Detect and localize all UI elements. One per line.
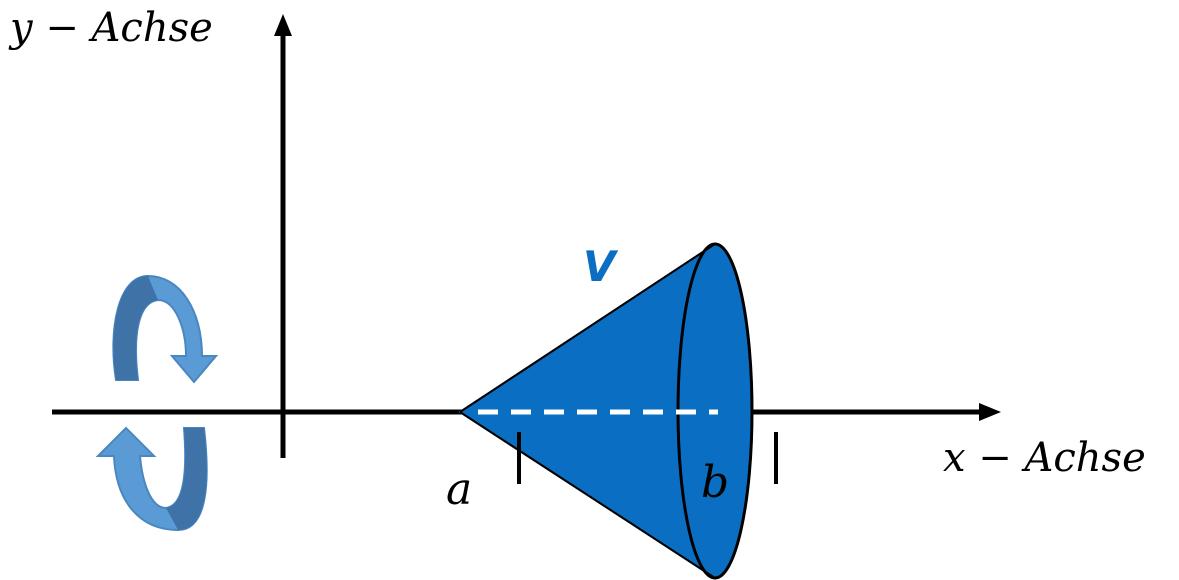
y-axis-label: y − Achse — [10, 5, 213, 51]
x-axis-label: x − Achse — [943, 435, 1146, 481]
volume-label: V — [583, 242, 616, 291]
y-axis — [274, 14, 292, 458]
upper-bound-label: b — [701, 457, 730, 508]
cone-solid — [458, 242, 754, 580]
rotation-arrows-icon — [95, 274, 219, 532]
lower-bound-label: a — [446, 464, 473, 515]
